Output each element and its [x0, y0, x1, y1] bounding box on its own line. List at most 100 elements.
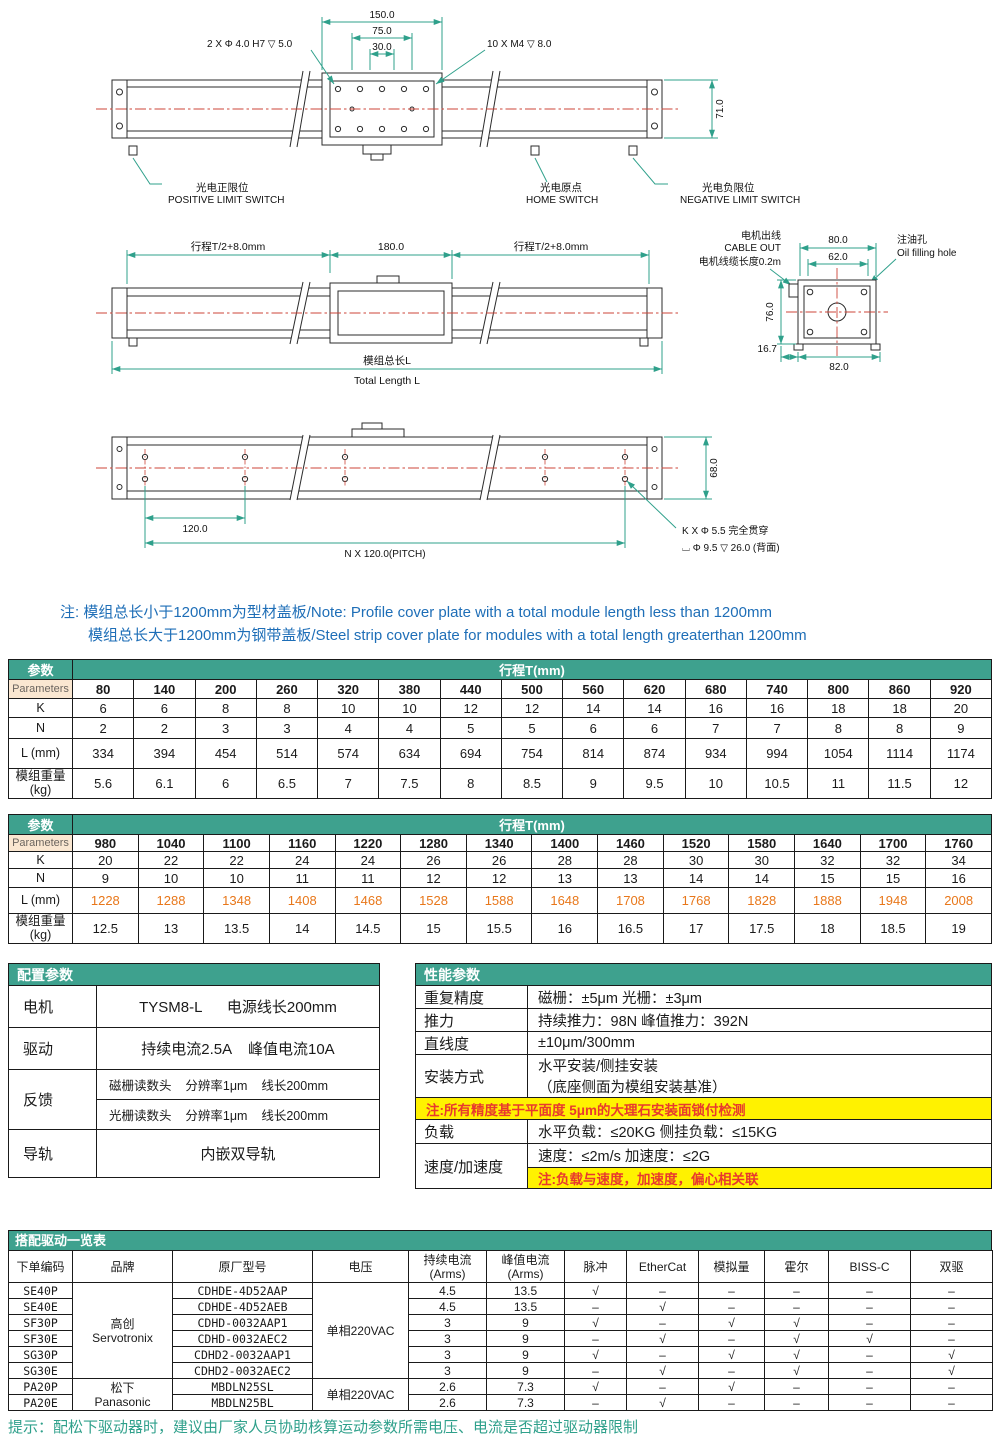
bottom-view-dimensions: 68.0 120.0 N X 120.0(PITCH) K X Φ 5.5 完全… [144, 436, 780, 560]
stroke-column-header: 1640 [794, 834, 861, 852]
value-cell: 12 [500, 698, 564, 718]
drive-column-header: 持续电流(Arms) [408, 1250, 487, 1283]
value-cell: 814 [562, 738, 625, 769]
value-cell: 14 [662, 868, 730, 888]
perf-label-repeatability: 重复精度 [415, 985, 528, 1009]
stroke-column-header: 800 [807, 679, 870, 699]
value-cell: 22 [137, 851, 205, 869]
value-cell: 24 [334, 851, 402, 869]
value-cell: 7.5 [378, 768, 441, 799]
row-label: K [8, 851, 73, 869]
note-line-1: 注: 模组总长小于1200mm为型材盖板/Note: Profile cover… [60, 604, 772, 621]
cable-out-label-en: CABLE OUT [724, 243, 781, 254]
value-cell: 8.5 [500, 768, 564, 799]
stroke-column-header: 1340 [465, 834, 533, 852]
stroke-column-header: 1460 [597, 834, 664, 852]
stroke-left-dim: 行程T/2+8.0mm [191, 240, 266, 253]
continuous-current: 4.5 [408, 1298, 487, 1315]
note-line-2: 模组总长大于1200mm为钢带盖板/Steel strip cover plat… [88, 627, 807, 644]
peak-current: 9 [486, 1314, 565, 1331]
pitch-dim: N X 120.0(PITCH) [344, 549, 425, 560]
continuous-current: 2.6 [408, 1394, 487, 1411]
total-length-label-cn: 模组总长L [363, 354, 411, 367]
value-cell: 11 [807, 768, 870, 799]
top-view-callouts: 2 X Φ 4.0 H7 ▽ 5.0 10 X M4 ▽ 8.0 [207, 39, 552, 85]
stroke-column-header: 920 [929, 679, 993, 699]
continuous-current: 3 [408, 1346, 487, 1363]
top-view: 150.0 75.0 30.0 71.0 2 X Φ 4.0 H7 ▽ 5.0 … [96, 10, 800, 206]
value-cell: 5 [439, 717, 502, 739]
perf-value-repeatability: 磁栅：±5μm 光栅：±3μm [527, 985, 992, 1009]
value-cell: 34 [925, 851, 992, 869]
dim-75: 75.0 [372, 26, 392, 37]
support-flag: √ [764, 1362, 829, 1379]
value-cell: 15.5 [465, 913, 533, 944]
drive-column-header: 电压 [312, 1250, 409, 1283]
support-flag: – [764, 1298, 829, 1315]
peak-current: 7.3 [486, 1378, 565, 1395]
top-view-dimensions: 150.0 75.0 30.0 71.0 [321, 10, 726, 139]
support-flag: – [626, 1378, 699, 1395]
drive-column-header: 模拟量 [698, 1250, 765, 1283]
mounting-line-1: 水平安装/侧挂安装 [538, 1059, 659, 1075]
stroke-column-header: 560 [562, 679, 625, 699]
value-cell: 1288 [137, 887, 205, 914]
value-cell: 754 [500, 738, 564, 769]
value-cell: 1468 [334, 887, 402, 914]
negative-limit-label-en: NEGATIVE LIMIT SWITCH [680, 195, 800, 206]
value-cell: 574 [317, 738, 380, 769]
support-flag: – [764, 1394, 829, 1411]
support-flag: – [828, 1362, 911, 1379]
value-cell: 12 [929, 768, 993, 799]
value-cell: 3 [194, 717, 257, 739]
mounting-line-2: （底座侧面为模组安装基准） [538, 1080, 727, 1096]
value-cell: 1708 [597, 887, 664, 914]
order-code: PA20E [8, 1394, 73, 1411]
value-cell: 17 [662, 913, 730, 944]
support-flag: – [910, 1298, 993, 1315]
peak-current: 13.5 [486, 1282, 565, 1299]
value-cell: 2 [133, 717, 196, 739]
order-code: SE40E [8, 1298, 73, 1315]
value-cell: 874 [623, 738, 686, 769]
speed-note: 注:负载与速度，加速度，偏心相关联 [527, 1167, 992, 1189]
positive-limit-label-cn: 光电正限位 [196, 181, 249, 194]
support-flag: √ [564, 1314, 627, 1331]
support-flag: √ [564, 1282, 627, 1299]
counterbore-callout: ⌴ Φ 9.5 ▽ 26.0 (背面) [682, 541, 780, 554]
value-cell: 994 [745, 738, 809, 769]
dim-150: 150.0 [369, 10, 394, 21]
value-cell: 634 [378, 738, 441, 769]
negative-limit-label-cn: 光电负限位 [702, 181, 755, 194]
value-cell: 9 [72, 868, 139, 888]
side-view-dimensions: 行程T/2+8.0mm 180.0 行程T/2+8.0mm 模组总长L Tota… [111, 240, 663, 387]
param-subheader: Parameters [8, 679, 73, 699]
value-cell: 454 [194, 738, 257, 769]
value-cell: 26 [400, 851, 467, 869]
value-cell: 7 [684, 717, 747, 739]
value-cell: 20 [929, 698, 993, 718]
oil-hole-label-en: Oil filling hole [897, 248, 957, 259]
section-view: 电机出线 CABLE OUT 电机线缆长度0.2m 注油孔 Oil fillin… [699, 229, 957, 373]
engineering-drawings: 150.0 75.0 30.0 71.0 2 X Φ 4.0 H7 ▽ 5.0 … [96, 10, 957, 560]
drive-table-section: 搭配驱动一览表 下单编码品牌原厂型号电压持续电流(Arms)峰值电流(Arms)… [8, 1230, 993, 1411]
support-flag: √ [698, 1346, 765, 1363]
perf-value-speed: 速度：≤2m/s 加速度：≤2G [527, 1143, 992, 1168]
value-cell: 934 [684, 738, 747, 769]
value-cell: 16 [745, 698, 809, 718]
value-cell: 8 [868, 717, 931, 739]
value-cell: 6 [71, 698, 135, 718]
value-cell: 7 [745, 717, 809, 739]
support-flag: – [698, 1298, 765, 1315]
cable-length-label: 电机线缆长度0.2m [699, 255, 781, 268]
perf-value-load: 水平负载：≤20KG 侧挂负载：≤15KG [527, 1119, 992, 1144]
stroke-column-header: 680 [684, 679, 747, 699]
stroke-column-header: 260 [255, 679, 319, 699]
value-cell: 8 [255, 698, 319, 718]
support-flag: – [910, 1314, 993, 1331]
value-cell: 32 [794, 851, 861, 869]
row-label: L (mm) [8, 887, 73, 914]
oil-hole-label-cn: 注油孔 [897, 233, 927, 246]
